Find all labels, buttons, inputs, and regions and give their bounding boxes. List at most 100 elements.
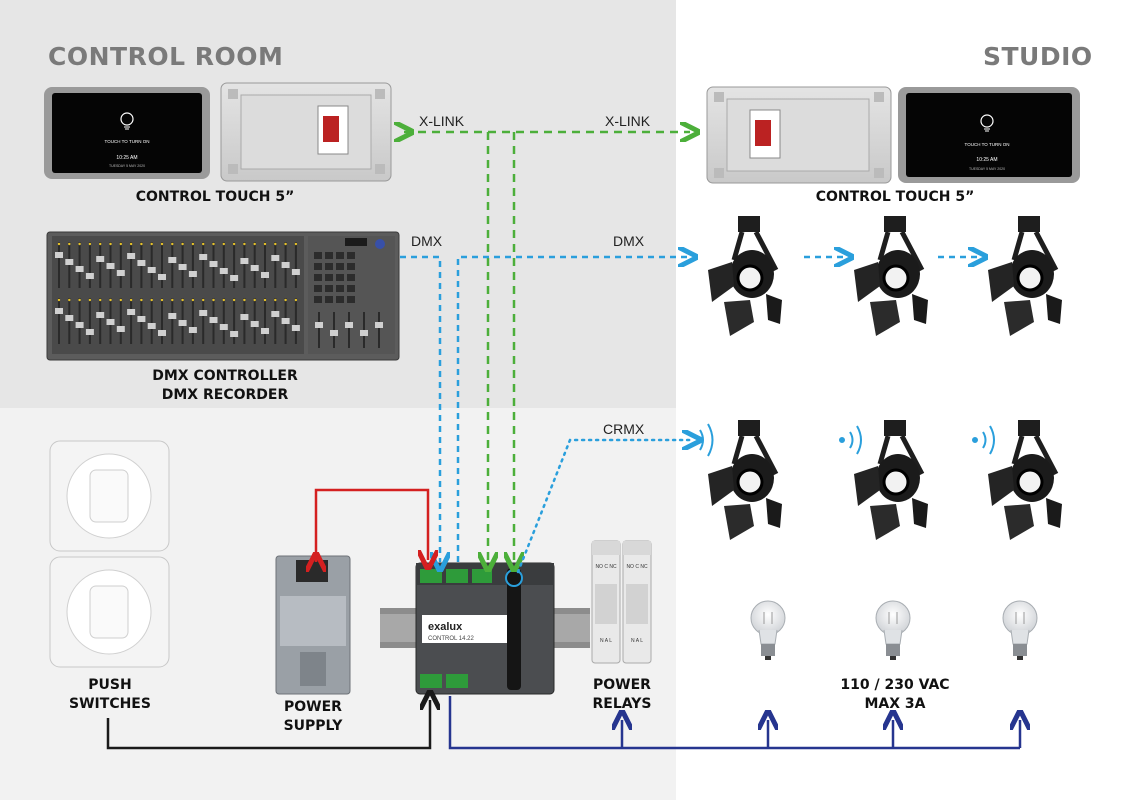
master-fader-track [318, 312, 320, 348]
master-fader-track [378, 312, 380, 348]
wireless-signal-icon [839, 425, 862, 455]
indicator-led [99, 242, 102, 246]
relay-1-bottom: N A L [600, 638, 612, 644]
console-button [325, 263, 333, 270]
wall-box-right [706, 86, 892, 184]
fader-knob [116, 326, 125, 332]
dmx-connection [400, 257, 978, 562]
caption-line1: POWER [593, 677, 651, 693]
spotlight-icon [988, 216, 1062, 336]
indicator-led [171, 298, 174, 302]
indicator-led [232, 298, 236, 302]
fader-knob [271, 311, 280, 317]
indicator-led [294, 242, 298, 246]
indicator-led [99, 298, 102, 302]
fader-track [99, 298, 102, 344]
fader-track [191, 242, 194, 288]
console-button [347, 263, 355, 270]
relay-2-bottom: N A L [631, 638, 643, 644]
fader-knob [85, 273, 94, 279]
fader-track [99, 242, 102, 288]
console-button [336, 285, 344, 292]
fader-track [88, 242, 91, 288]
wireless-signal-icon [699, 423, 714, 457]
indicator-led [119, 242, 123, 246]
push-switch-top[interactable] [49, 440, 170, 552]
fader-knob [55, 308, 63, 314]
push-switch-bottom[interactable] [49, 556, 170, 668]
indicator-led [284, 298, 287, 302]
indicator-led [181, 242, 184, 246]
wireless-signal-icon [972, 425, 995, 455]
fader-track [202, 298, 205, 344]
indicator-led [202, 298, 205, 302]
control-touch-right-caption: CONTROL TOUCH 5” [790, 188, 1000, 207]
indicator-led [232, 242, 236, 246]
console-button [336, 252, 344, 259]
wall-box-left [220, 82, 392, 182]
indicator-led [160, 242, 164, 246]
indicator-led [274, 298, 277, 302]
touch-left-time: 10:25 AM [116, 155, 137, 161]
fader-track [202, 242, 205, 288]
fader-knob [147, 323, 156, 329]
console-button [336, 274, 344, 281]
indicator-led [57, 298, 61, 302]
console-button [325, 252, 333, 259]
fader-knob [250, 321, 259, 327]
exalux-controller[interactable]: exalux CONTROL 14.22 [415, 562, 555, 695]
console-button [314, 296, 322, 303]
console-button [347, 285, 355, 292]
indicator-led [191, 242, 195, 246]
fader-knob [137, 260, 146, 266]
console-button [314, 274, 322, 281]
console-button [325, 285, 333, 292]
console-button [347, 252, 355, 259]
indicator-led [109, 242, 112, 246]
console-button [347, 274, 355, 281]
fader-knob [106, 319, 115, 325]
fader-knob [281, 262, 290, 268]
crmx-connection [516, 440, 692, 574]
fader-track [171, 298, 174, 344]
spotlight-icon [854, 216, 928, 336]
indicator-led [243, 298, 246, 302]
control-touch-left[interactable]: TOUCH TO TURN ON 10:25 AM TUESDAY 5 MAY … [44, 87, 210, 179]
lightbulb-icon [750, 600, 786, 660]
fader-knob [96, 256, 105, 262]
master-fader-knob [345, 322, 353, 328]
control-touch-right[interactable]: TOUCH TO TURN ON 10:25 AM TUESDAY 5 MAY … [898, 87, 1080, 183]
fader-track [264, 242, 266, 288]
relay-2-label: NO C NC [626, 564, 648, 570]
caption-line2: SWITCHES [69, 696, 151, 712]
dmx-label-left: DMX [411, 233, 443, 249]
dmx-label-right: DMX [613, 233, 645, 249]
spotlight-icon [854, 420, 928, 540]
fader-knob [209, 261, 218, 267]
fader-track [274, 242, 277, 288]
power-supply-unit [275, 555, 351, 695]
xlink-label-right: X-LINK [605, 113, 651, 129]
control-touch-left-caption: CONTROL TOUCH 5” [110, 188, 320, 207]
fader-track [243, 242, 246, 288]
fader-track [222, 298, 225, 344]
fader-knob [96, 312, 105, 318]
indicator-led [222, 298, 225, 302]
indicator-led [68, 298, 71, 302]
fader-knob [271, 255, 280, 261]
console-button [336, 263, 344, 270]
touch-left-prompt: TOUCH TO TURN ON [105, 139, 150, 144]
fader-knob [240, 258, 249, 264]
console-button [314, 252, 322, 259]
power-relay-2: NO C NC N A L [622, 540, 652, 664]
caption-line2: MAX 3A [864, 696, 926, 712]
indicator-led [68, 242, 71, 246]
indicator-led [88, 242, 92, 246]
indicator-led [263, 298, 267, 302]
fader-knob [116, 270, 125, 276]
xlink-connection [404, 132, 690, 562]
fader-knob [106, 263, 115, 269]
touch-right-time: 10:25 AM [976, 157, 997, 163]
console-button [336, 296, 344, 303]
indicator-led [150, 298, 153, 302]
